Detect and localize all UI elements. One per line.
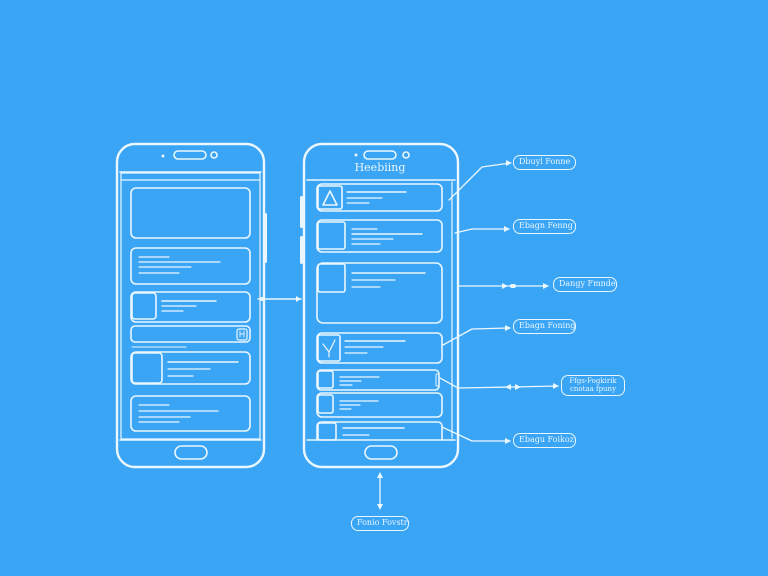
small-row — [316, 392, 443, 418]
thumbnail-card — [130, 291, 251, 323]
camera-dot-icon — [354, 153, 358, 157]
scan-icon — [236, 328, 248, 341]
annotation-label: Dangy Fmnde — [553, 277, 617, 292]
text-card — [130, 395, 251, 432]
annotation-label: Ffgs-Fogkirik cnotaa fpuny — [561, 375, 625, 397]
triangle-thumbnail-row — [316, 183, 443, 212]
hero-image-card — [130, 187, 251, 239]
annotation-label: Dbuyl Fonne — [513, 155, 576, 170]
small-row — [316, 421, 443, 441]
phone-connector-arrow — [257, 196, 303, 302]
search-bar — [130, 325, 251, 343]
home-button-icon — [364, 445, 398, 460]
right-phone-title: Heebiing — [354, 161, 406, 174]
thumbnail-card — [130, 351, 251, 385]
annotation-arrows — [377, 160, 559, 510]
front-camera-icon — [402, 151, 410, 159]
side-button-icon — [264, 213, 267, 263]
text-card — [130, 247, 251, 285]
speaker-icon — [173, 150, 207, 160]
checkmark-icon — [322, 339, 336, 358]
annotation-label: Ebagn Fenng — [513, 219, 576, 234]
right-phone — [302, 142, 460, 469]
annotation-label: Ebagu Foikoz — [513, 433, 576, 448]
camera-dot-icon — [161, 154, 165, 158]
thumbnail-row — [316, 219, 443, 253]
home-button-icon — [174, 445, 208, 460]
front-camera-icon — [210, 151, 218, 159]
speaker-icon — [363, 150, 397, 160]
annotation-label: Fonio Fovstr — [351, 516, 409, 531]
checkmark-thumbnail-row — [316, 332, 443, 364]
triangle-icon — [322, 190, 338, 206]
large-thumbnail-card — [316, 262, 443, 324]
annotation-label: Ebagn Foning — [513, 319, 576, 334]
small-row — [316, 369, 440, 391]
left-phone — [115, 142, 267, 469]
